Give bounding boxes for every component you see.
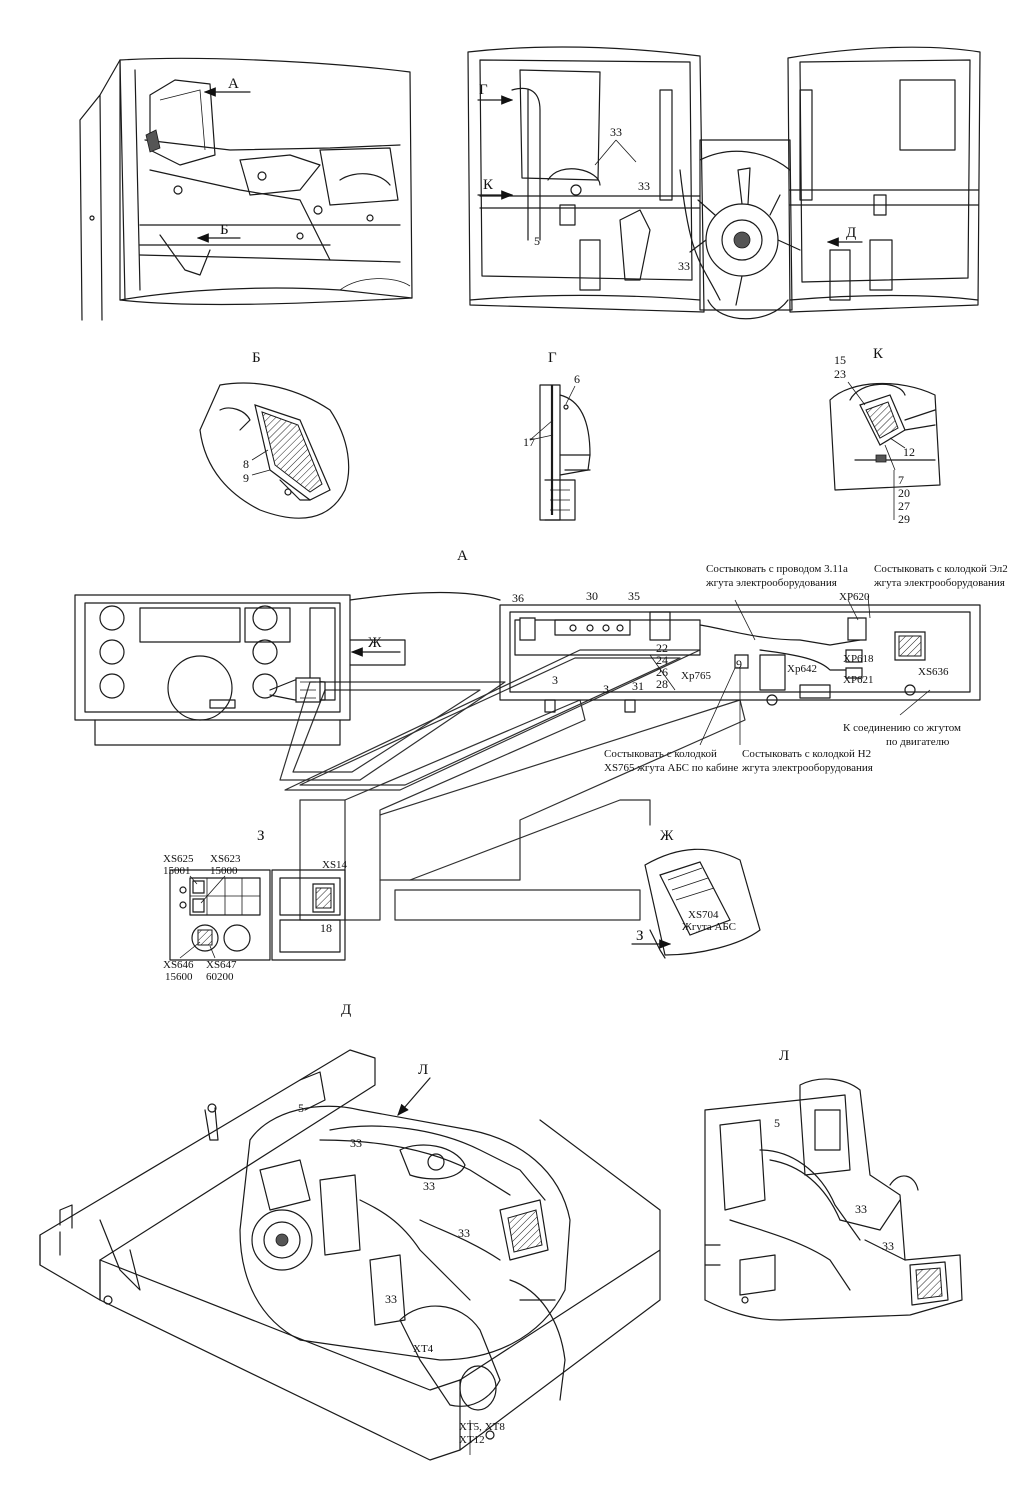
connector-xp642: Xp642	[787, 663, 817, 675]
view-label-d: Д	[341, 1002, 351, 1018]
connector-xt12: XT12	[459, 1434, 485, 1446]
detail-view-a: А Ж	[74, 548, 1008, 774]
callout-5-d: 5	[298, 1101, 304, 1115]
callout-7: 7	[898, 473, 904, 487]
view-label-g: Г	[548, 350, 557, 366]
view-label-g-marker: Г	[479, 82, 488, 98]
callout-33-top: 33	[610, 125, 622, 139]
note-h2-1: Состыковать с колодкой Н2	[742, 748, 871, 760]
connector-xp621: XP621	[843, 674, 874, 686]
view-label-z: З	[257, 828, 265, 844]
connector-xs625-code: 15001	[163, 865, 191, 877]
callout-36: 36	[512, 591, 524, 605]
note-engine-1: К соединению со жгутом	[843, 722, 961, 734]
view-label-l-marker: Л	[418, 1062, 428, 1078]
connector-xp620: XP620	[839, 591, 870, 603]
callout-31: 31	[632, 679, 644, 693]
callout-33-d1: 33	[350, 1136, 362, 1150]
callout-15: 15	[834, 353, 846, 367]
view-label-l: Л	[779, 1048, 789, 1064]
view-label-k: К	[873, 346, 884, 362]
view-label-a-marker: А	[228, 76, 239, 92]
cab-side-view: А Б	[79, 57, 413, 321]
callout-30: 30	[586, 589, 598, 603]
view-label-d-marker: Д	[846, 225, 856, 241]
view-label-zh: Ж	[660, 828, 674, 844]
callout-33-d4: 33	[385, 1292, 397, 1306]
connector-xs623-code: 15000	[210, 865, 238, 877]
callout-22: 22	[656, 641, 668, 655]
detail-view-zh: Ж З XS704 Жгута АБС	[631, 828, 761, 959]
connector-xs704-note: Жгута АБС	[682, 921, 736, 933]
connector-xp765: Xp765	[681, 670, 711, 682]
connector-xs646-code: 15600	[165, 971, 193, 983]
callout-33-l1: 33	[855, 1202, 867, 1216]
callout-6: 6	[574, 372, 580, 386]
connector-xs647: XS647	[206, 959, 237, 971]
detail-view-l: Л 5 33 33	[704, 1048, 963, 1321]
detail-view-k: К 15 23 12 7 20 27 29	[829, 346, 941, 526]
connector-xt5-xt8: XT5, XT8	[459, 1421, 505, 1433]
callout-24: 24	[656, 653, 668, 667]
view-label-b-marker: Б	[220, 222, 229, 238]
connector-xs646: XS646	[163, 959, 194, 971]
connector-xs704: XS704	[688, 909, 719, 921]
callout-3: 3	[552, 673, 558, 687]
connector-xs14: XS14	[322, 859, 348, 871]
callout-5-l: 5	[774, 1116, 780, 1130]
view-label-k-marker: К	[483, 177, 494, 193]
callout-12: 12	[903, 445, 915, 459]
callout-35: 35	[628, 589, 640, 603]
callout-27: 27	[898, 499, 910, 513]
callout-33-d2: 33	[423, 1179, 435, 1193]
callout-5-top: 5	[534, 234, 540, 248]
detail-view-z: З XS625 15001 XS623 15000 XS14 18 XS646 …	[163, 828, 348, 983]
view-label-z-marker: З	[636, 928, 644, 944]
note-el2-2: жгута электрооборудования	[873, 577, 1005, 589]
callout-29: 29	[898, 512, 910, 526]
callout-33-mid: 33	[638, 179, 650, 193]
note-el2-1: Состыковать с колодкой Эл2	[874, 563, 1008, 575]
note-xs765-2: XS765 жгута АБС по кабине	[604, 762, 738, 774]
watermark-logo	[279, 649, 746, 921]
callout-23: 23	[834, 367, 846, 381]
connector-xs625: XS625	[163, 853, 194, 865]
detail-view-g: Г 6 17	[523, 350, 591, 521]
detail-view-b: Б 8 9	[199, 350, 350, 519]
view-label-b: Б	[252, 350, 261, 366]
connector-xt4: XT4	[413, 1343, 434, 1355]
engine-compartment-view: Г К Д 33 33 33 5	[467, 46, 981, 320]
note-wire-311a-1: Состыковать с проводом 3.11а	[706, 563, 848, 575]
note-engine-2: по двигателю	[886, 736, 949, 748]
connector-xs647-code: 60200	[206, 971, 234, 983]
connector-xs623: XS623	[210, 853, 241, 865]
detail-view-d: Д Л 5 33 33 33 33	[39, 1002, 661, 1461]
connector-xp618: XP618	[843, 653, 874, 665]
callout-9: 9	[243, 471, 249, 485]
note-wire-311a-2: жгута электрооборудования	[705, 577, 837, 589]
callout-33-l2: 33	[882, 1239, 894, 1253]
callout-33-low: 33	[678, 259, 690, 273]
callout-z3: З	[603, 682, 609, 696]
callout-33-d3: 33	[458, 1226, 470, 1240]
view-label-zh-marker: Ж	[368, 635, 382, 651]
callout-8: 8	[243, 457, 249, 471]
note-h2-2: жгута электрооборудования	[741, 762, 873, 774]
callout-9-a: 9	[736, 657, 742, 671]
callout-20: 20	[898, 486, 910, 500]
callout-18: 18	[320, 921, 332, 935]
callout-28: 28	[656, 677, 668, 691]
note-xs765-1: Состыковать с колодкой	[604, 748, 717, 760]
connector-xs636: XS636	[918, 666, 949, 678]
view-label-a: А	[457, 548, 468, 564]
